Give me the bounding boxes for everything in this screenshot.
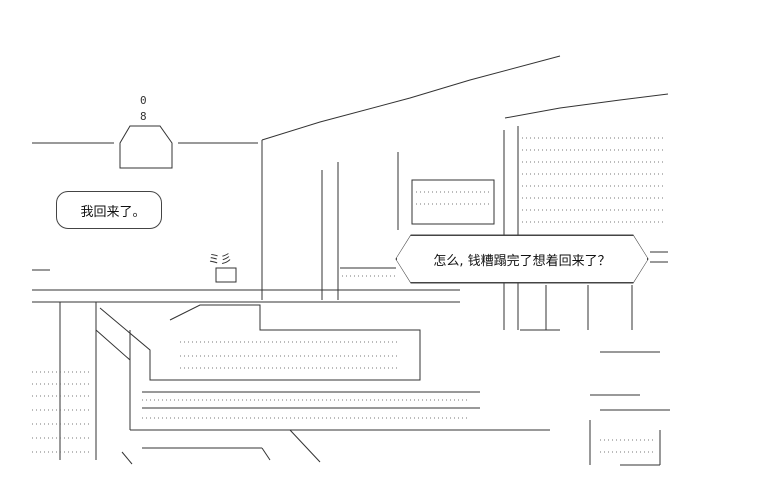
roof-line-2 bbox=[504, 93, 669, 119]
speech-bubble-right: 怎么, 钱糟蹋完了想着回来了？ bbox=[396, 235, 648, 283]
speech-text-left: 我回来了。 bbox=[80, 204, 146, 220]
roof-line bbox=[261, 55, 561, 141]
speech-text-right: 怎么, 钱糟蹋完了想着回来了？ bbox=[433, 253, 611, 269]
svg-text:8: 8 bbox=[140, 110, 147, 123]
lamp-top: 0 bbox=[140, 94, 147, 107]
sign-box bbox=[215, 267, 237, 283]
speech-bubble-left: 我回来了。 bbox=[56, 191, 162, 229]
sofa bbox=[99, 304, 421, 381]
window bbox=[411, 179, 495, 225]
lamp-shade bbox=[119, 125, 173, 169]
